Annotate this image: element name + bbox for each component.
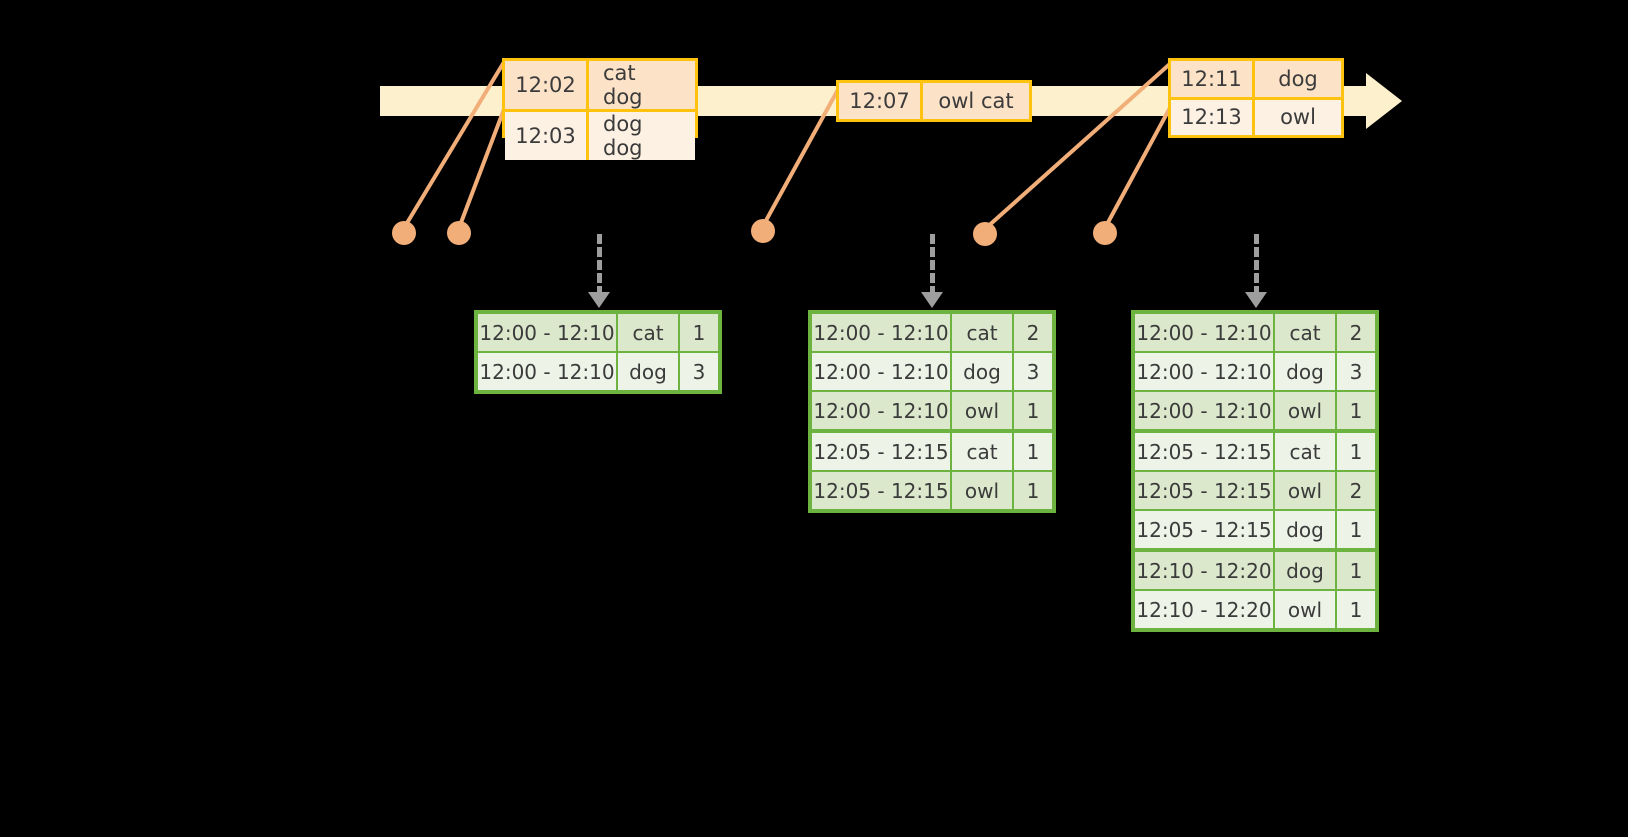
count-cell: 3: [680, 353, 718, 390]
window-cell: 12:05 - 12:15: [1135, 433, 1275, 470]
word-cell: dog: [618, 353, 680, 390]
dashed-arrow-2-shaft: [930, 234, 935, 296]
count-cell: 2: [1337, 314, 1375, 351]
dashed-arrow-3-head: [1245, 292, 1267, 308]
window-cell: 12:00 - 12:10: [1135, 392, 1275, 429]
event-time: 12:11: [1171, 61, 1255, 97]
event-time: 12:03: [505, 112, 589, 160]
event-words: cat dog: [589, 61, 695, 109]
event-row: 12:03 dog dog: [505, 109, 695, 160]
window-cell: 12:00 - 12:10: [812, 392, 952, 429]
window-cell: 12:00 - 12:10: [812, 314, 952, 351]
window-cell: 12:05 - 12:15: [1135, 511, 1275, 548]
word-cell: dog: [1275, 511, 1337, 548]
window-cell: 12:05 - 12:15: [812, 472, 952, 509]
event-words: owl cat: [923, 83, 1029, 119]
count-cell: 1: [1014, 472, 1052, 509]
word-cell: cat: [618, 314, 680, 351]
event-row: 12:11 dog: [1171, 61, 1341, 97]
count-cell: 1: [1014, 392, 1052, 429]
event-words: dog: [1255, 61, 1341, 97]
connector-dot-1: [392, 221, 416, 245]
count-cell: 1: [1337, 433, 1375, 470]
connector-dot-2: [447, 221, 471, 245]
count-cell: 1: [1337, 591, 1375, 628]
window-cell: 12:00 - 12:10: [478, 314, 618, 351]
word-cell: dog: [1275, 552, 1337, 589]
word-cell: dog: [952, 353, 1014, 390]
event-row: 12:13 owl: [1171, 96, 1341, 135]
count-cell: 2: [1337, 472, 1375, 509]
count-cell: 1: [680, 314, 718, 351]
event-box-3: 12:11 dog 12:13 owl: [1168, 58, 1344, 138]
window-cell: 12:10 - 12:20: [1135, 552, 1275, 589]
event-time: 12:02: [505, 61, 589, 109]
event-time: 12:07: [839, 83, 923, 119]
window-cell: 12:00 - 12:10: [478, 353, 618, 390]
window-cell: 12:00 - 12:10: [812, 353, 952, 390]
count-cell: 1: [1014, 433, 1052, 470]
word-cell: cat: [1275, 314, 1337, 351]
connector-dot-4: [973, 222, 997, 246]
event-words: owl: [1255, 99, 1341, 135]
connector-dot-3: [751, 219, 775, 243]
word-cell: owl: [1275, 591, 1337, 628]
window-cell: 12:00 - 12:10: [1135, 314, 1275, 351]
event-row: 12:07 owl cat: [839, 83, 1029, 119]
window-cell: 12:05 - 12:15: [1135, 472, 1275, 509]
event-box-2: 12:07 owl cat: [836, 80, 1032, 122]
dashed-arrow-3-shaft: [1254, 234, 1259, 296]
word-cell: owl: [1275, 472, 1337, 509]
count-cell: 1: [1337, 511, 1375, 548]
word-cell: dog: [1275, 353, 1337, 390]
word-cell: cat: [1275, 433, 1337, 470]
word-cell: owl: [952, 392, 1014, 429]
word-cell: owl: [1275, 392, 1337, 429]
event-box-1: 12:02 cat dog 12:03 dog dog: [502, 58, 698, 160]
word-cell: cat: [952, 433, 1014, 470]
dashed-arrow-2-head: [921, 292, 943, 308]
connector-dot-5: [1093, 221, 1117, 245]
count-cell: 3: [1337, 353, 1375, 390]
window-cell: 12:00 - 12:10: [1135, 353, 1275, 390]
event-time: 12:13: [1171, 99, 1255, 135]
dashed-arrow-1-shaft: [597, 234, 602, 296]
timeline-arrowhead: [1366, 73, 1402, 129]
event-row: 12:02 cat dog: [505, 61, 695, 109]
word-cell: owl: [952, 472, 1014, 509]
count-cell: 1: [1337, 552, 1375, 589]
window-cell: 12:10 - 12:20: [1135, 591, 1275, 628]
event-words: dog dog: [589, 112, 695, 160]
count-cell: 1: [1337, 392, 1375, 429]
count-cell: 2: [1014, 314, 1052, 351]
dashed-arrow-1-head: [588, 292, 610, 308]
count-cell: 3: [1014, 353, 1052, 390]
window-cell: 12:05 - 12:15: [812, 433, 952, 470]
word-cell: cat: [952, 314, 1014, 351]
